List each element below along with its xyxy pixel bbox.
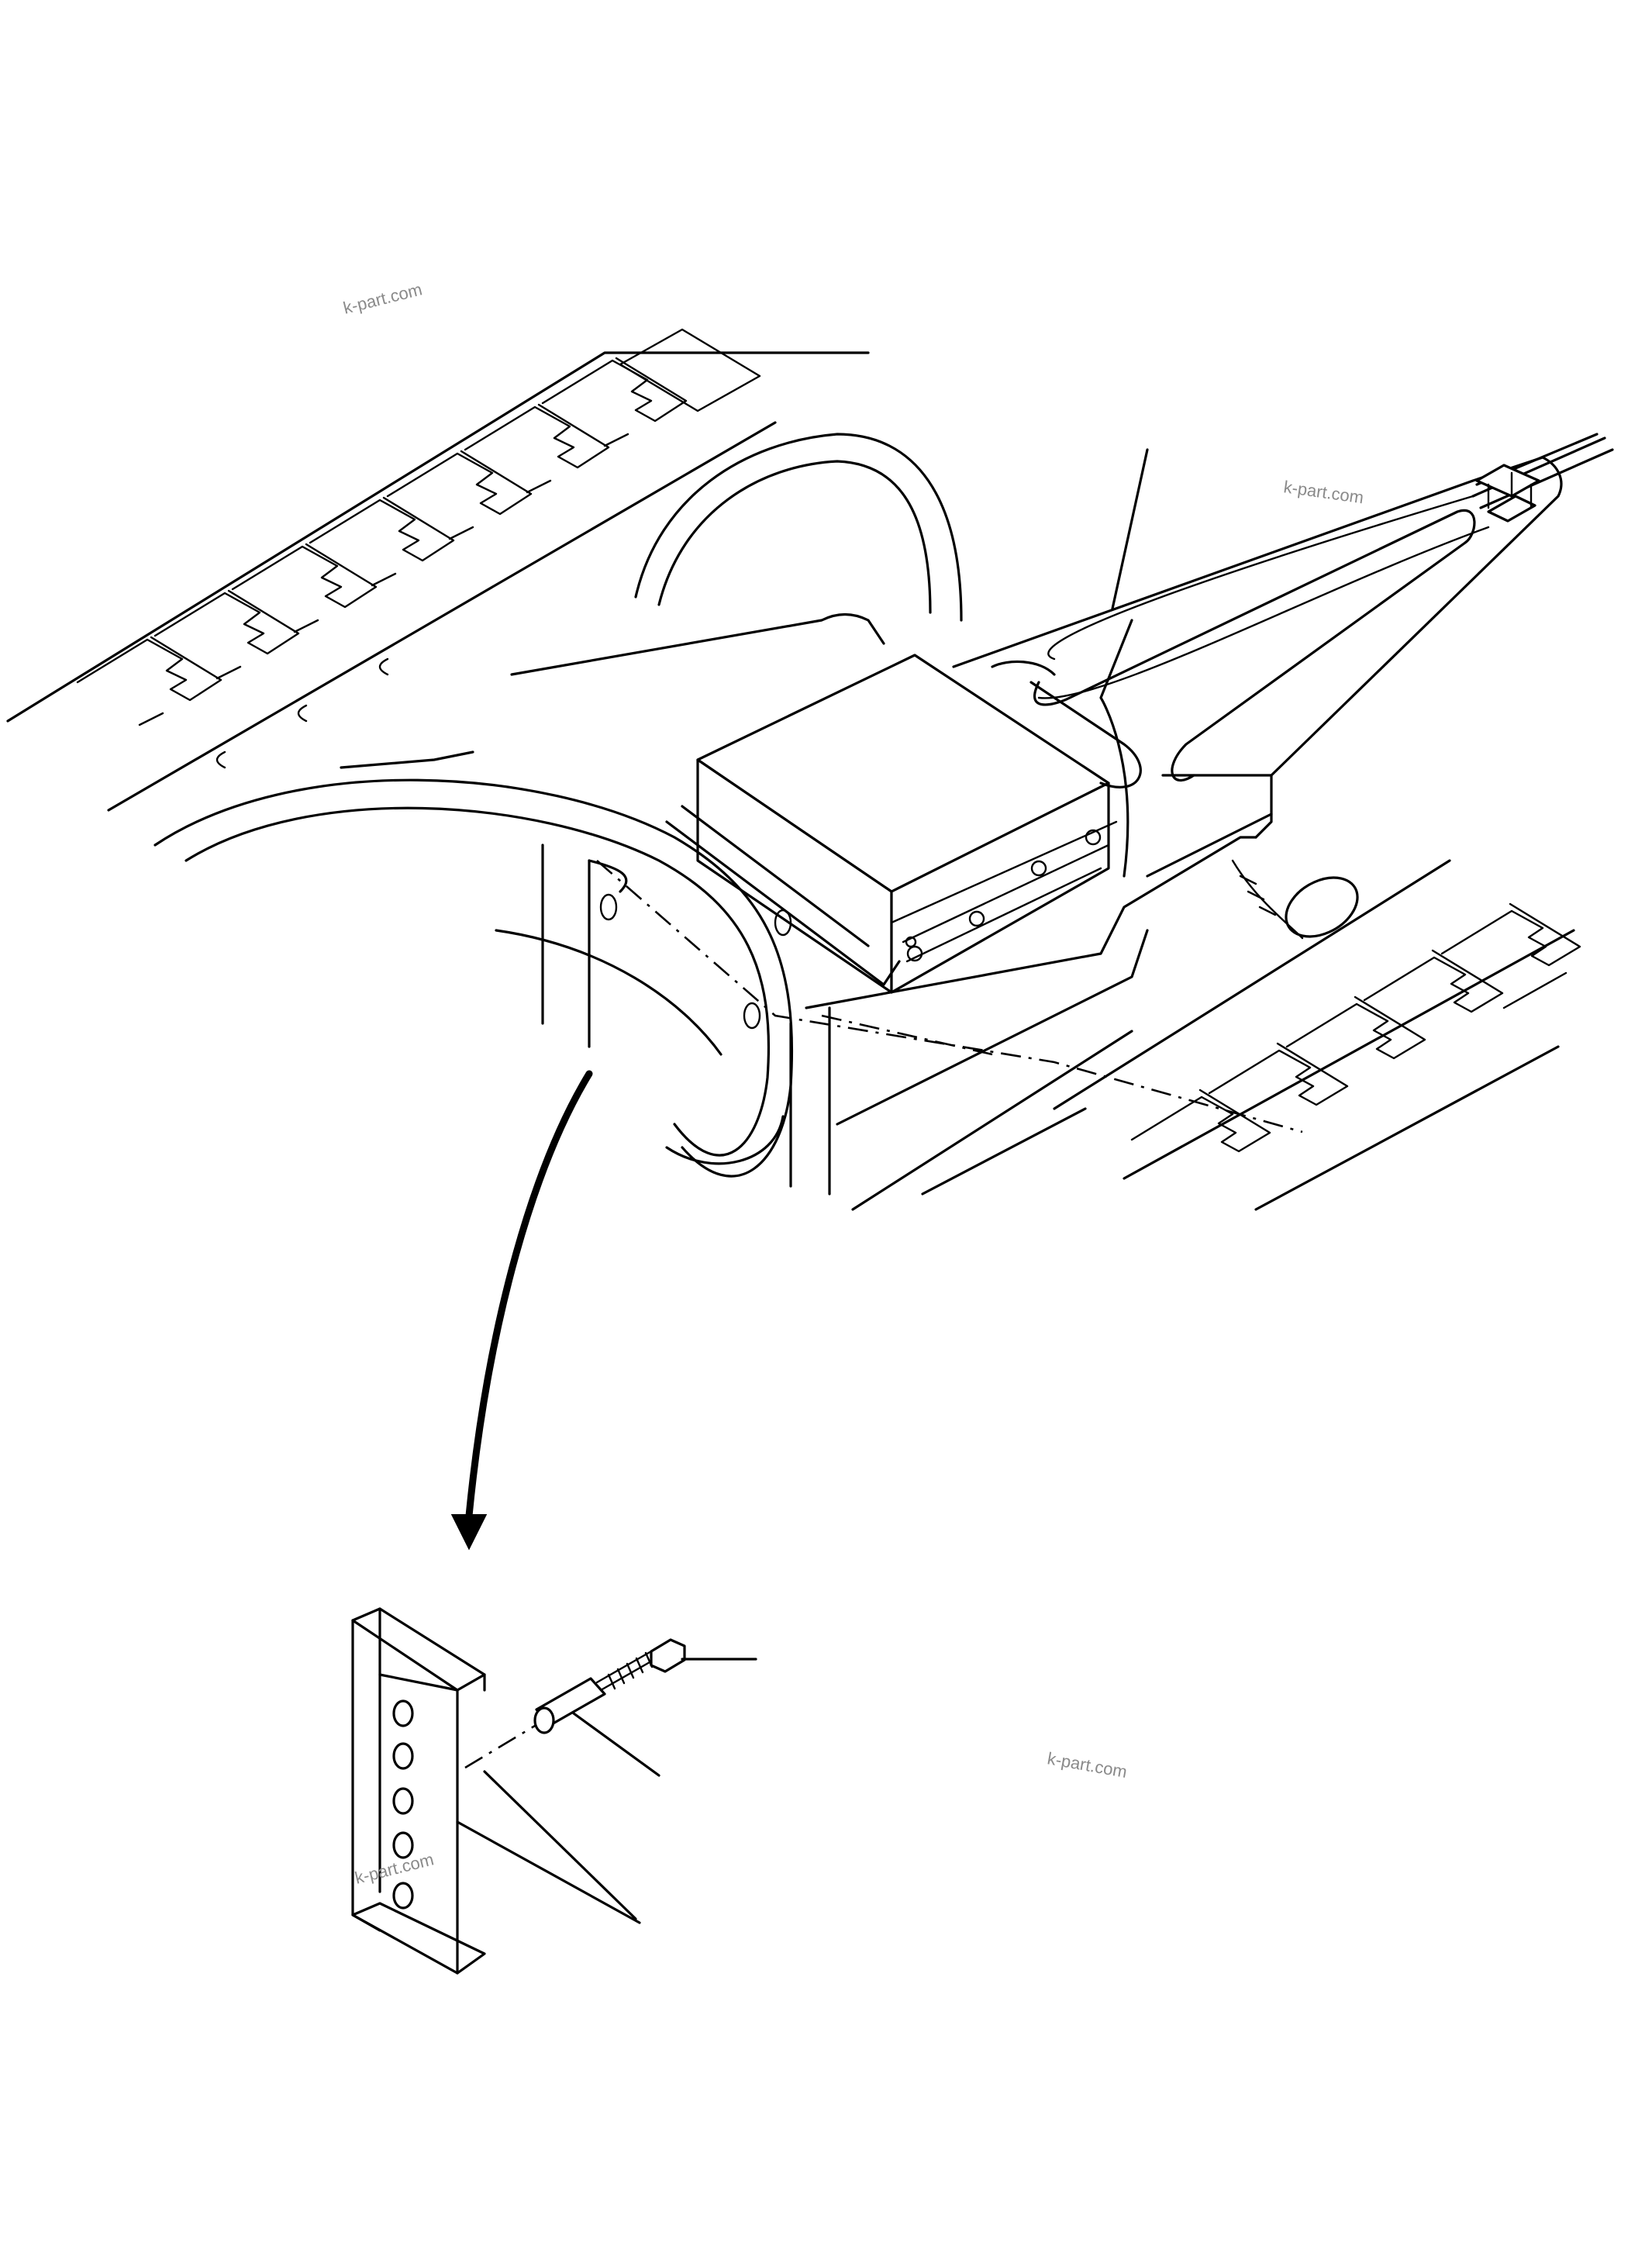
control-box [665,654,1118,994]
watermark-text: k-part.com [1282,477,1364,507]
left-track-chain [6,328,963,812]
watermark-text: k-part.com [353,1849,436,1887]
right-track-chain [1053,859,1581,1211]
detail-arrow [450,1070,593,1551]
watermark-text: k-part.com [341,279,424,317]
detail-pillar-bolt [351,1607,757,1975]
frame-pillars [541,844,1303,1196]
watermark-text: k-part.com [1046,1748,1129,1782]
swing-circle [153,778,794,1178]
harness-leader-line [1111,448,1149,610]
wire-harness [1029,433,1614,788]
lower-frame [340,456,1563,1211]
